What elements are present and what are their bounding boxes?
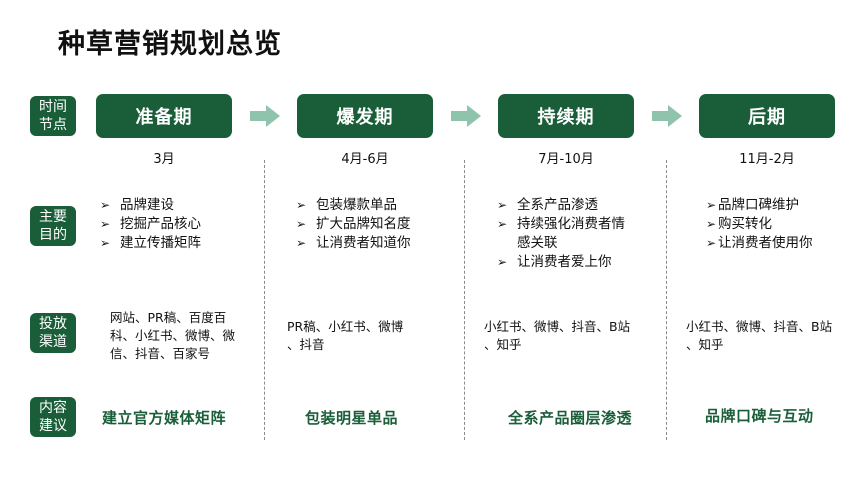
row-label-content: 内容 建议 <box>30 397 76 437</box>
column-divider <box>464 160 465 440</box>
list-item: 挖掘产品核心 <box>100 215 250 234</box>
arrow-right-icon <box>451 105 481 127</box>
list-item: 包装爆款单品 <box>296 196 456 215</box>
list-item: 让消费者知道你 <box>296 234 456 253</box>
goal-list: 品牌口碑维护 购买转化 让消费者使用你 <box>706 196 846 253</box>
phase-date: 7月-10月 <box>538 152 594 167</box>
channel-text: 网站、PR稿、百度百 科、小红书、微博、微 信、抖音、百家号 <box>110 310 236 361</box>
row-label-time: 时间 节点 <box>30 96 76 136</box>
phase-header-burst: 爆发期 <box>297 94 433 138</box>
arrow-right-icon <box>652 105 682 127</box>
goal-list: 全系产品渗透 持续强化消费者情 感关联 让消费者爱上你 <box>497 196 647 272</box>
list-item: 扩大品牌知名度 <box>296 215 456 234</box>
list-item: 全系产品渗透 <box>497 196 647 215</box>
goal-list: 包装爆款单品 扩大品牌知名度 让消费者知道你 <box>296 196 456 253</box>
goal-list: 品牌建设 挖掘产品核心 建立传播矩阵 <box>100 196 250 253</box>
channel-text: PR稿、小红书、微博 、抖音 <box>287 319 404 352</box>
row-label-channel: 投放 渠道 <box>30 313 76 353</box>
list-item: 建立传播矩阵 <box>100 234 250 253</box>
column-divider <box>666 160 667 440</box>
list-item: 让消费者爱上你 <box>497 253 647 272</box>
list-item: 品牌口碑维护 <box>706 196 846 215</box>
phase-header-prep: 准备期 <box>96 94 232 138</box>
content-suggestion: 全系产品圈层渗透 <box>508 409 633 427</box>
arrow-right-icon <box>250 105 280 127</box>
phase-date: 4月-6月 <box>341 152 389 167</box>
list-item: 品牌建设 <box>100 196 250 215</box>
phase-header-late: 后期 <box>699 94 835 138</box>
channel-text: 小红书、微博、抖音、B站 、知乎 <box>484 319 631 352</box>
phase-header-sustain: 持续期 <box>498 94 634 138</box>
phase-date: 11月-2月 <box>739 152 795 167</box>
list-item: 购买转化 <box>706 215 846 234</box>
list-item: 让消费者使用你 <box>706 234 846 253</box>
content-suggestion: 建立官方媒体矩阵 <box>102 409 227 427</box>
page-title: 种草营销规划总览 <box>58 29 282 60</box>
channel-text: 小红书、微博、抖音、B站 、知乎 <box>686 319 833 352</box>
row-label-goal: 主要 目的 <box>30 206 76 246</box>
list-item: 持续强化消费者情 感关联 <box>497 215 647 253</box>
content-suggestion: 包装明星单品 <box>305 409 399 427</box>
phase-date: 3月 <box>153 152 175 167</box>
content-suggestion: 品牌口碑与互动 <box>705 407 814 425</box>
column-divider <box>264 160 265 440</box>
